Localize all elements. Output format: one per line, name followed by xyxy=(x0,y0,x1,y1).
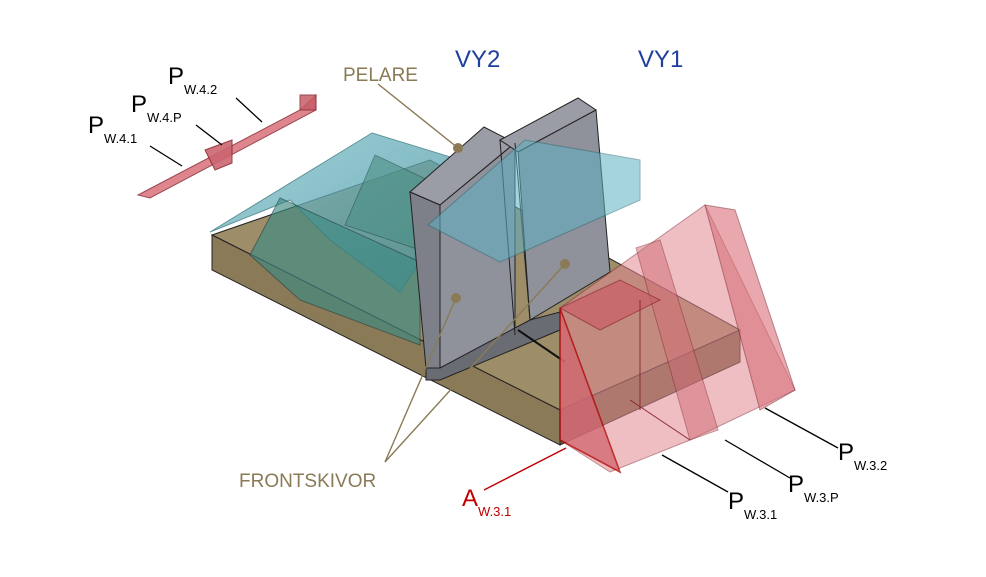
load-labels: PW.4.2 PW.4.P PW.4.1 PW.3.2 PW.3.P PW.3.… xyxy=(88,63,887,522)
view-label-vy1: VY1 xyxy=(638,46,683,73)
label-aw31: AW.3.1 xyxy=(462,485,511,519)
label-pw41: PW.4.1 xyxy=(88,112,137,146)
label-pw3p: PW.3.P xyxy=(788,471,839,505)
label-pw32: PW.3.2 xyxy=(838,439,887,473)
load-prism-w4 xyxy=(136,93,317,199)
label-frontskivor: FRONTSKIVOR xyxy=(239,471,376,492)
water-plane-front xyxy=(427,139,641,263)
component-labels: PELARE FRONTSKIVOR xyxy=(239,65,418,492)
view-labels: VY2 VY1 xyxy=(455,46,683,73)
label-pw4p: PW.4.P xyxy=(131,91,182,125)
label-pw42: PW.4.2 xyxy=(168,63,217,97)
leader-lines xyxy=(149,83,839,493)
label-pelare: PELARE xyxy=(343,65,418,86)
view-label-vy2: VY2 xyxy=(455,46,500,73)
label-pw31: PW.3.1 xyxy=(728,488,777,522)
load-prism-w3 xyxy=(558,204,796,474)
